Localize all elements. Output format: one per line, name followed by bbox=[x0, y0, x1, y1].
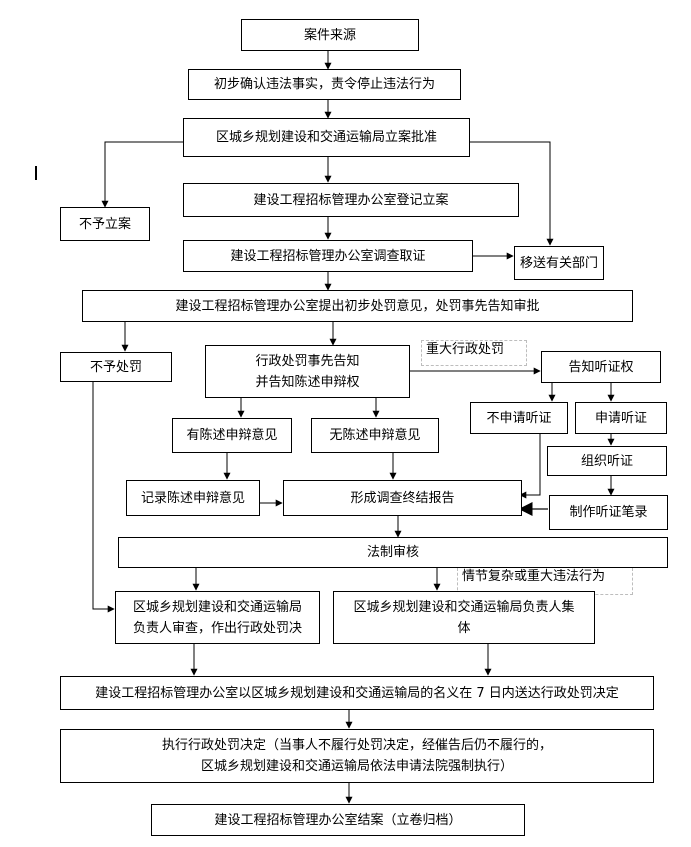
arrow-approve-to-transfer bbox=[470, 141, 554, 246]
node-transfer-depts: 移送有关部门 bbox=[514, 246, 604, 280]
node-execute: 执行行政处罚决定（当事人不履行处罚决定，经催告后仍不履行的， 区城乡规划建设和交… bbox=[60, 729, 654, 783]
node-preliminary-confirm: 初步确认违法事实，责令停止违法行为 bbox=[188, 69, 461, 100]
node-label: 无陈述申辩意见 bbox=[329, 428, 421, 443]
node-has-statement: 有陈述申辩意见 bbox=[172, 418, 292, 453]
node-label: 初步确认违法事实，责令停止违法行为 bbox=[213, 77, 435, 92]
node-label: 申请听证 bbox=[594, 410, 647, 426]
node-label-line2: 区城乡规划建设和交通运输局依法申请法院强制执行） bbox=[200, 759, 513, 774]
node-legal-review: 法制审核 bbox=[118, 537, 668, 568]
node-label: 法制审核 bbox=[366, 545, 419, 560]
node-label-line2: 并告知陈述申辩权 bbox=[255, 374, 360, 390]
node-request-hearing: 申请听证 bbox=[575, 402, 667, 434]
node-label: 记录陈述申辩意见 bbox=[140, 490, 245, 506]
node-no-penalty: 不予处罚 bbox=[60, 352, 172, 382]
node-organize-hearing: 组织听证 bbox=[547, 446, 667, 476]
node-label: 告知听证权 bbox=[568, 359, 634, 375]
node-label: 建设工程招标管理办公室以区城乡规划建设和交通运输局的名义在 7 日内送达行政处罚… bbox=[95, 685, 619, 701]
node-label: 建设工程招标管理办公室结案（立卷归档） bbox=[214, 812, 462, 828]
node-label: 建设工程招标管理办公室登记立案 bbox=[253, 192, 449, 208]
node-label-line2: 负责人审查，作出行政处罚决 bbox=[132, 620, 302, 636]
node-label: 有陈述申辩意见 bbox=[186, 428, 278, 443]
node-no-hearing-request: 不申请听证 bbox=[470, 402, 568, 434]
node-close-case: 建设工程招标管理办公室结案（立卷归档） bbox=[151, 804, 525, 836]
node-label: 移送有关部门 bbox=[519, 255, 598, 271]
node-label: 建设工程招标管理办公室提出初步处罚意见，处罚事先告知审批 bbox=[175, 298, 540, 314]
node-propose-penalty: 建设工程招标管理办公室提出初步处罚意见，处罚事先告知审批 bbox=[82, 290, 633, 322]
node-label: 案件来源 bbox=[303, 27, 356, 43]
node-office-investigate: 建设工程招标管理办公室调查取证 bbox=[183, 240, 473, 272]
node-collective: 区城乡规划建设和交通运输局负责人集 体 bbox=[333, 591, 595, 644]
node-investigation-report: 形成调查终结报告 bbox=[283, 480, 522, 516]
node-bureau-approve: 区城乡规划建设和交通运输局立案批准 bbox=[183, 118, 470, 157]
node-head-review: 区城乡规划建设和交通运输局 负责人审查，作出行政处罚决 bbox=[115, 591, 320, 644]
arrow-approve-to-no-filing bbox=[101, 141, 183, 208]
node-case-source: 案件来源 bbox=[241, 19, 419, 51]
note-major-penalty: 重大行政处罚 bbox=[421, 340, 527, 366]
arrow-no-penalty-to-head bbox=[92, 382, 115, 613]
text-cursor bbox=[35, 166, 37, 180]
node-hearing-record: 制作听证笔录 bbox=[549, 495, 668, 530]
node-label-line2: 体 bbox=[457, 620, 471, 636]
node-label-line1: 执行行政处罚决定（当事人不履行处罚决定，经催告后仍不履行的， bbox=[161, 738, 552, 753]
node-label-line1: 区城乡规划建设和交通运输局负责人集 bbox=[353, 599, 575, 615]
node-label: 制作听证笔录 bbox=[569, 505, 648, 520]
node-label-line1: 行政处罚事先告知 bbox=[255, 353, 360, 369]
node-prior-notice: 行政处罚事先告知 并告知陈述申辩权 bbox=[205, 345, 410, 398]
note-label: 重大行政处罚 bbox=[426, 342, 505, 357]
node-no-statement: 无陈述申辩意见 bbox=[311, 418, 439, 453]
arrow-no-request-to-report bbox=[519, 434, 541, 499]
node-no-filing: 不予立案 bbox=[60, 207, 150, 241]
node-notify-hearing: 告知听证权 bbox=[541, 351, 661, 383]
node-label: 不予立案 bbox=[78, 216, 131, 232]
node-label: 区城乡规划建设和交通运输局立案批准 bbox=[215, 130, 437, 145]
node-label: 不予处罚 bbox=[89, 359, 142, 375]
node-deliver-decision: 建设工程招标管理办公室以区城乡规划建设和交通运输局的名义在 7 日内送达行政处罚… bbox=[60, 676, 654, 710]
node-office-register: 建设工程招标管理办公室登记立案 bbox=[183, 183, 519, 217]
note-label: 情节复杂或重大违法行为 bbox=[462, 569, 606, 584]
node-label: 组织听证 bbox=[580, 453, 633, 469]
node-label: 建设工程招标管理办公室调查取证 bbox=[230, 248, 426, 264]
node-label-line1: 区城乡规划建设和交通运输局 bbox=[132, 599, 302, 615]
node-label: 形成调查终结报告 bbox=[350, 490, 455, 506]
node-record-statement: 记录陈述申辩意见 bbox=[126, 480, 260, 516]
node-label: 不申请听证 bbox=[486, 410, 552, 426]
